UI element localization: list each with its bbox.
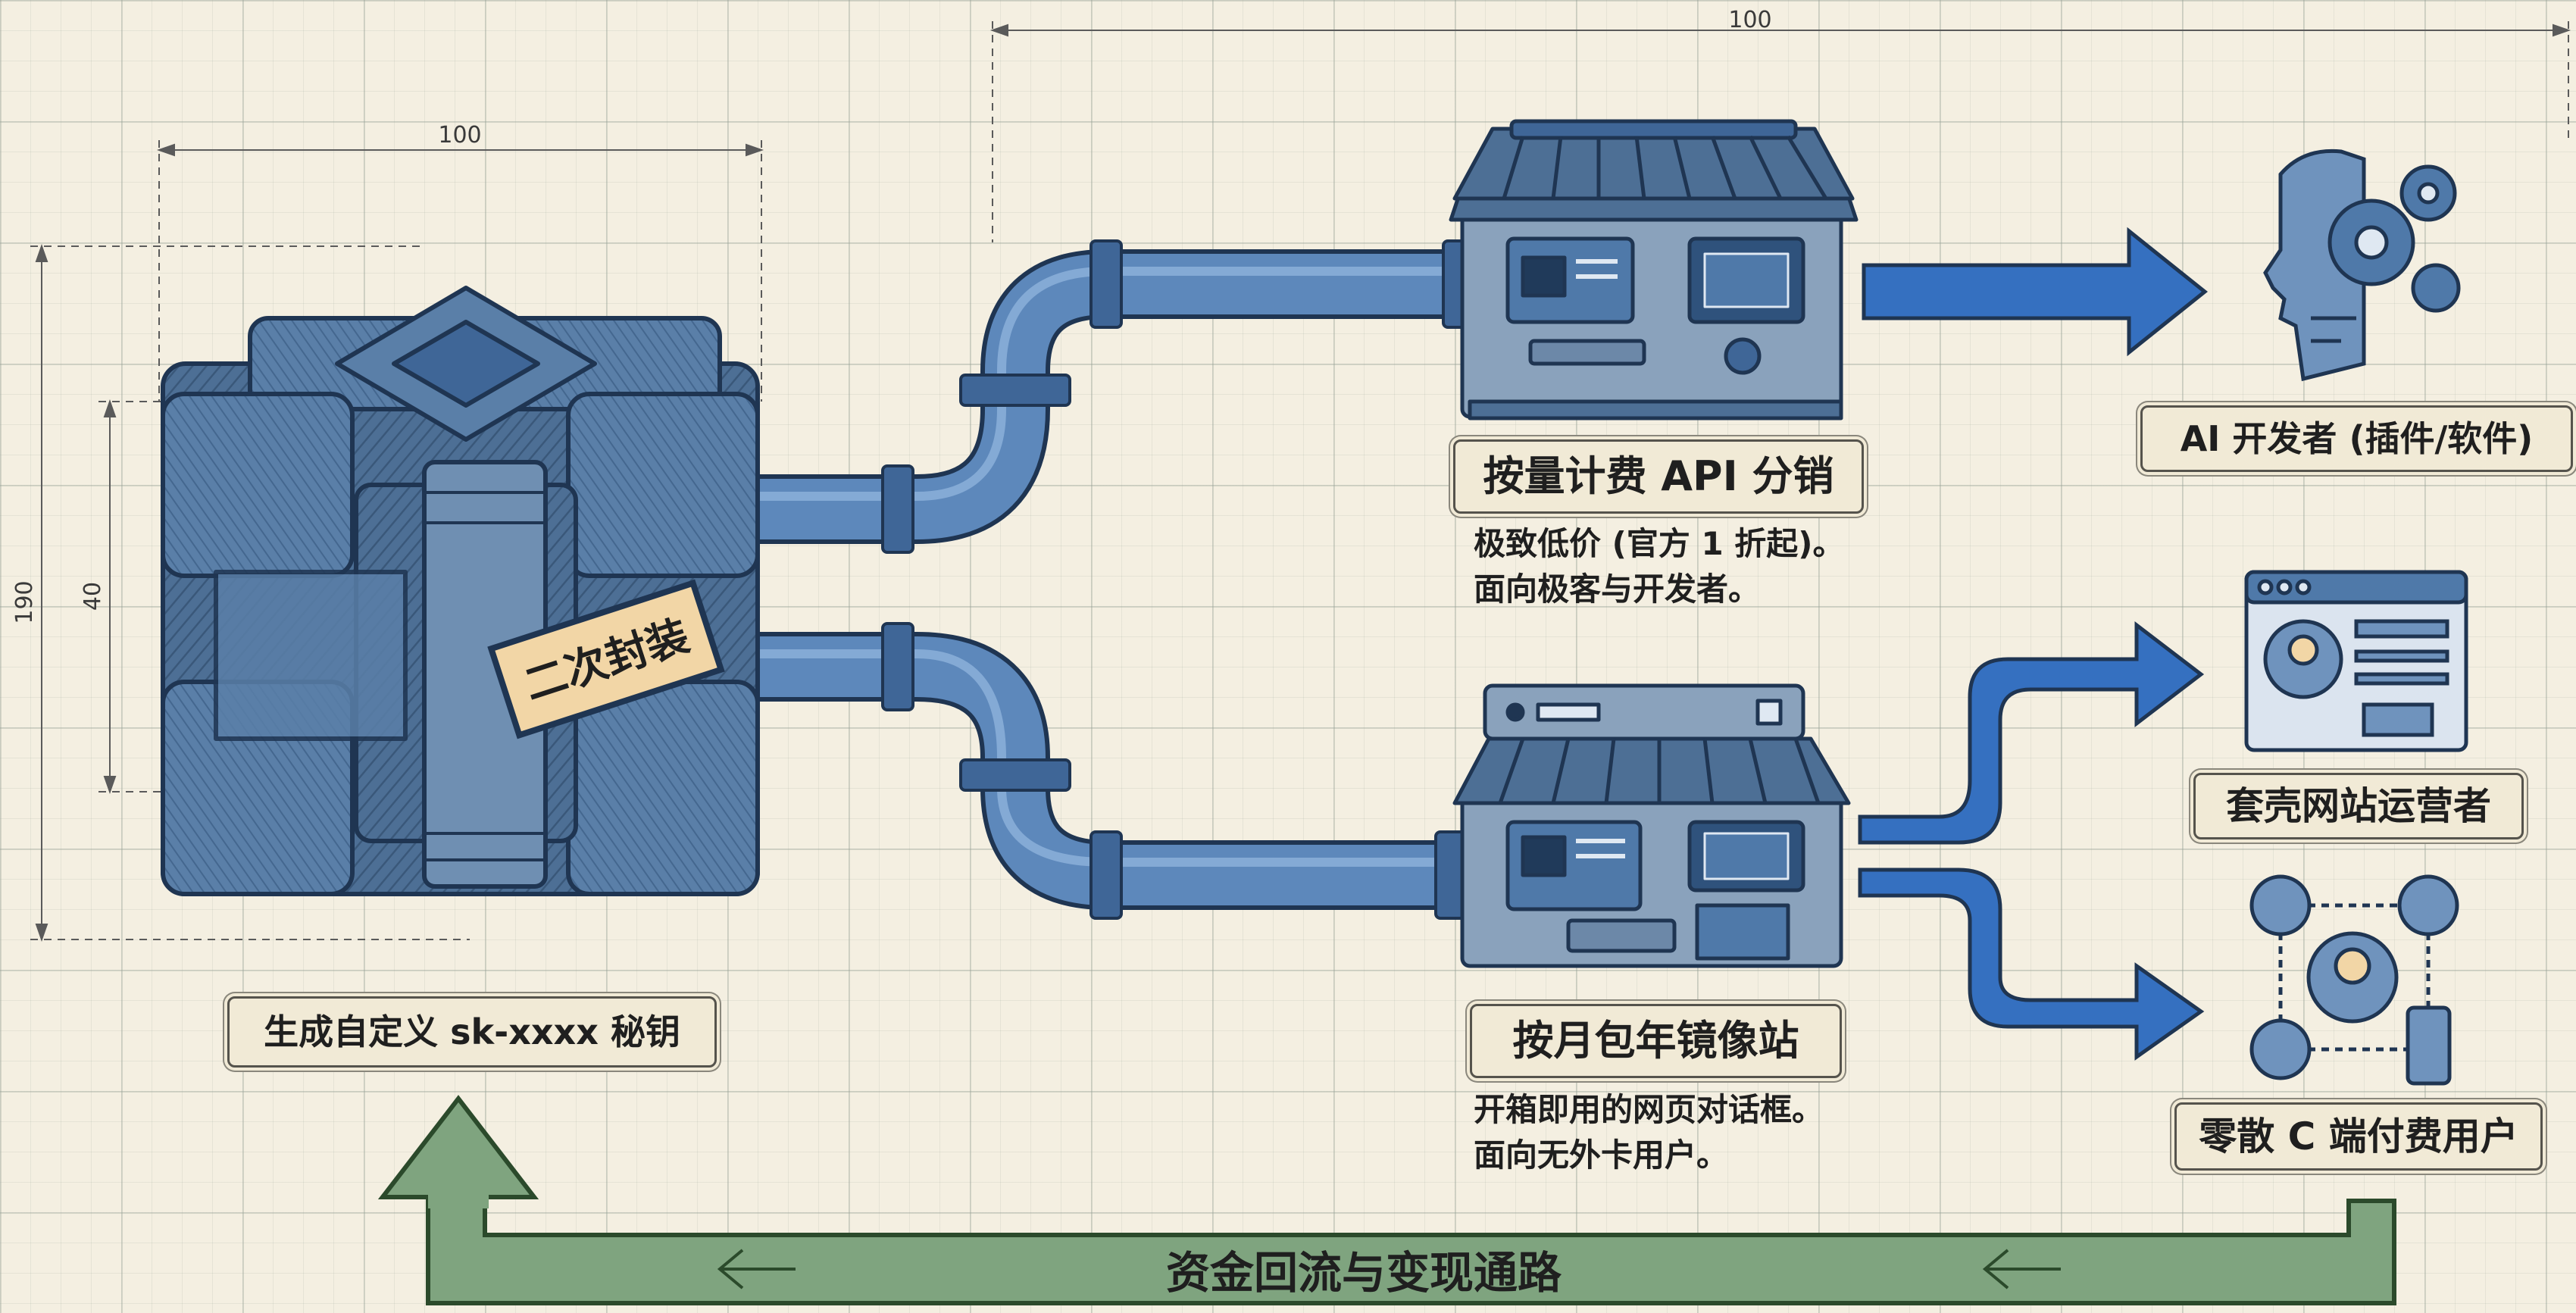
shop-icon (1449, 119, 1859, 420)
upper-pipe (758, 239, 1475, 554)
top-dimension-line (989, 21, 2571, 242)
cube-height-dimension-line (30, 243, 470, 943)
cube-box-icon (161, 286, 760, 896)
arrow-to-website-operator (1858, 621, 2205, 845)
return-flow-band: 资金回流与变现通路 (377, 1095, 2396, 1305)
arrow-to-ai-developer (1862, 227, 2209, 357)
mirror-shop-icon (1452, 683, 1851, 968)
cube-width-value: 100 (438, 122, 481, 148)
source-caption: 生成自定义 sk-xxxx 秘钥 (227, 996, 717, 1068)
target-c-users-label: 零散 C 端付费用户 (2174, 1102, 2543, 1171)
lower-pipe (758, 622, 1468, 920)
inner-height-value: 40 (80, 582, 106, 611)
target-ai-developer-label: AI 开发者 (插件/软件) (2140, 405, 2573, 472)
cube-height-value: 190 (11, 580, 38, 624)
ai-head-gears-icon (2263, 148, 2461, 382)
return-flow-label: 资金回流与变现通路 (1166, 1247, 1562, 1299)
user-network-icon (2249, 874, 2459, 1086)
channel-mirror-desc-line1: 开箱即用的网页对话框。 (1474, 1091, 1824, 1128)
channel-mirror-desc-line2: 面向无外卡用户。 (1474, 1136, 1729, 1174)
inner-height-dimension-line (98, 399, 174, 795)
channel-api-desc-line2: 面向极客与开发者。 (1474, 571, 1761, 608)
channel-mirror-title: 按月包年镜像站 (1470, 1004, 1842, 1078)
arrow-to-c-users (1858, 868, 2205, 1061)
channel-api-title: 按量计费 API 分销 (1453, 439, 1864, 514)
channel-api-desc-line1: 极致低价 (官方 1 折起)。 (1474, 525, 1845, 562)
top-dimension-value: 100 (1728, 7, 1771, 33)
cube-width-dimension-line (156, 140, 764, 402)
website-profile-icon (2244, 570, 2468, 752)
target-website-operator-label: 套壳网站运营者 (2193, 773, 2524, 839)
